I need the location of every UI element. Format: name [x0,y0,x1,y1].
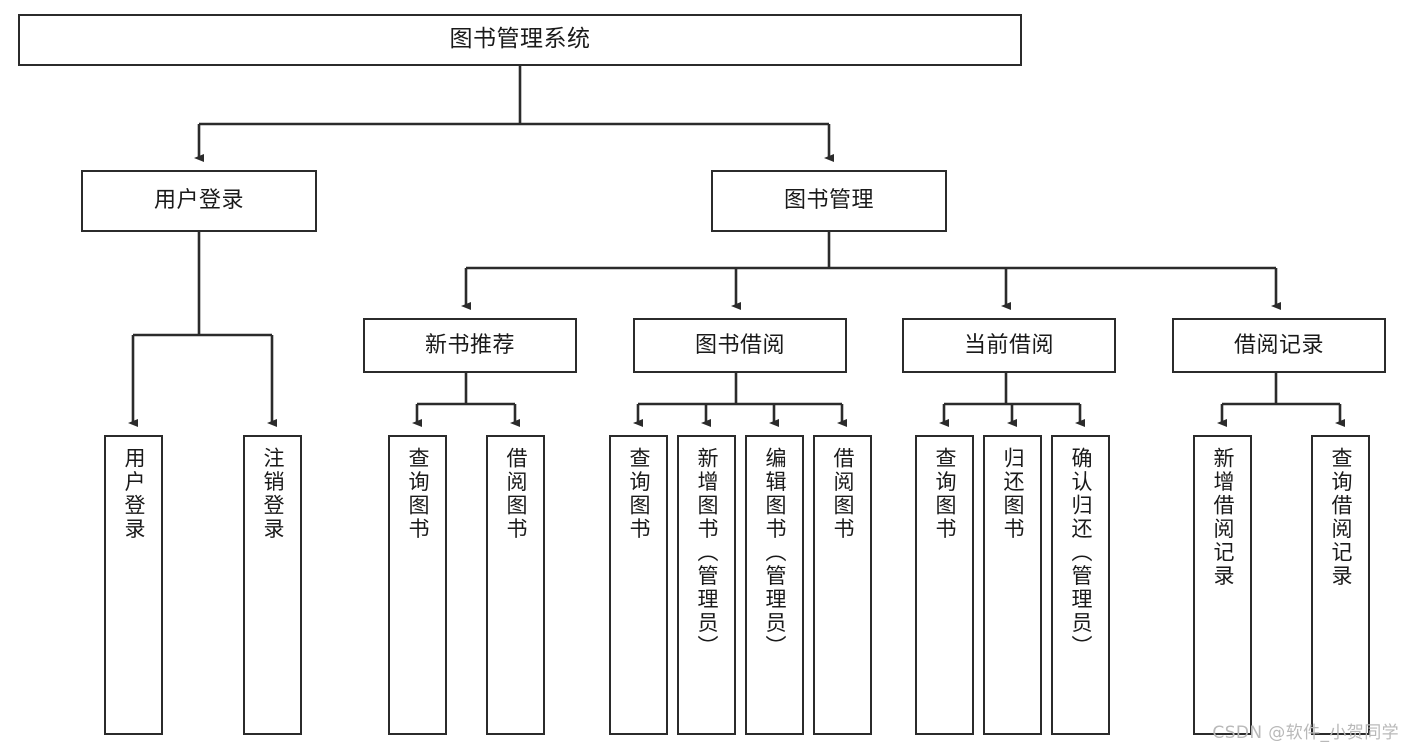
node-label: 查询图书 [933,447,957,541]
node-new-book-recommend[interactable]: 新书推荐 [363,318,577,373]
node-leaf-borrow-book-recommend[interactable]: 借阅图书 [486,435,545,735]
node-leaf-logout[interactable]: 注销登录 [243,435,302,735]
node-book-borrow[interactable]: 图书借阅 [633,318,847,373]
node-label: 借阅图书 [831,447,855,541]
node-label: 图书管理 [783,188,874,214]
node-label: 注销登录 [261,447,285,541]
node-leaf-return-book[interactable]: 归还图书 [983,435,1042,735]
node-label: 用户登录 [153,188,244,214]
node-label: 借阅记录 [1233,332,1324,358]
node-label: 新增借阅记录 [1211,447,1235,588]
node-book-management[interactable]: 图书管理 [711,170,947,232]
node-label: 当前借阅 [963,332,1054,358]
node-label: 新增图书（管理员） [695,447,719,659]
node-root-book-management-system[interactable]: 图书管理系统 [18,14,1022,66]
node-leaf-query-book-recommend[interactable]: 查询图书 [388,435,447,735]
node-label: 借阅图书 [504,447,528,541]
node-leaf-query-borrow-record[interactable]: 查询借阅记录 [1311,435,1370,735]
node-label: 图书管理系统 [449,26,591,53]
node-label: 查询图书 [627,447,651,541]
node-label: 编辑图书（管理员） [763,447,787,659]
node-current-borrow[interactable]: 当前借阅 [902,318,1116,373]
node-label: 用户登录 [122,447,146,541]
node-leaf-edit-book-admin[interactable]: 编辑图书（管理员） [745,435,804,735]
node-leaf-query-book-borrow[interactable]: 查询图书 [609,435,668,735]
node-leaf-add-borrow-record[interactable]: 新增借阅记录 [1193,435,1252,735]
node-user-login[interactable]: 用户登录 [81,170,317,232]
node-leaf-query-book-current[interactable]: 查询图书 [915,435,974,735]
node-label: 查询借阅记录 [1329,447,1353,588]
node-borrow-record[interactable]: 借阅记录 [1172,318,1386,373]
node-label: 图书借阅 [694,332,785,358]
node-leaf-confirm-return-admin[interactable]: 确认归还（管理员） [1051,435,1110,735]
node-label: 确认归还（管理员） [1069,447,1093,659]
node-label: 查询图书 [406,447,430,541]
csdn-watermark: CSDN @软件_小贺同学 [1212,723,1399,743]
node-leaf-borrow-book[interactable]: 借阅图书 [813,435,872,735]
node-label: 归还图书 [1001,447,1025,541]
node-label: 新书推荐 [424,332,515,358]
node-leaf-add-book-admin[interactable]: 新增图书（管理员） [677,435,736,735]
node-leaf-user-login[interactable]: 用户登录 [104,435,163,735]
